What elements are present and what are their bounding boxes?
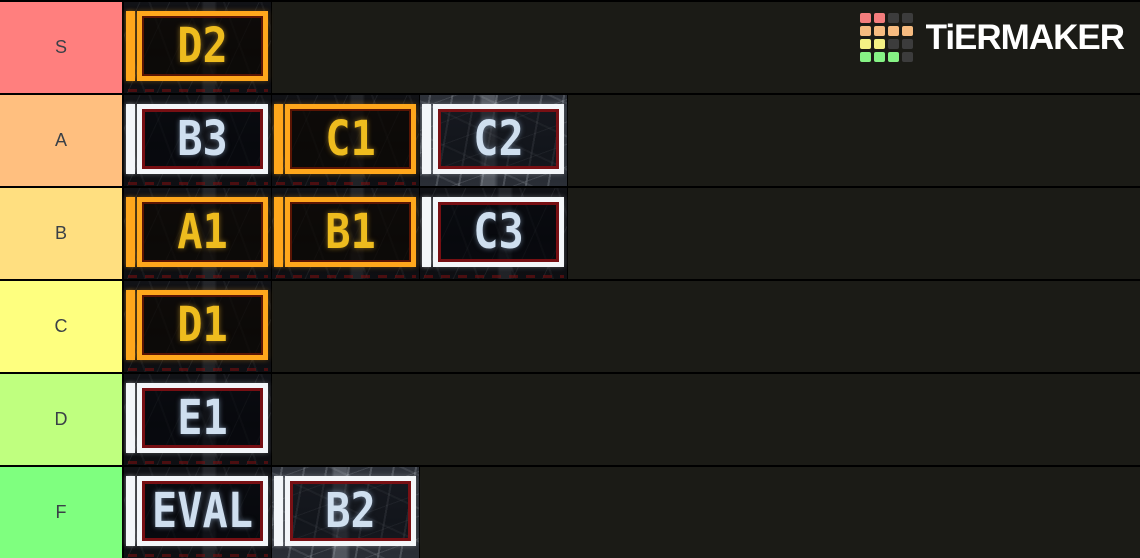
tier-row-f: F EVAL B2 — [0, 467, 1140, 558]
logo-grid-cell — [859, 52, 871, 62]
item-plate: A1 — [137, 197, 268, 267]
item-label: E1 — [177, 389, 228, 446]
tier-label-d: D — [0, 374, 124, 465]
item-plate: E1 — [137, 383, 268, 453]
tier-item[interactable]: C1 — [272, 95, 420, 186]
tier-item[interactable]: D1 — [124, 281, 272, 372]
tier-label-text: B — [54, 223, 67, 243]
tier-row-c: C D1 — [0, 281, 1140, 374]
item-left-bar — [126, 290, 135, 360]
item-left-bar — [126, 476, 135, 546]
item-plate: D2 — [137, 11, 268, 81]
tiermaker-wordmark: TiERMAKER — [925, 17, 1125, 57]
tier-label-c: C — [0, 281, 124, 372]
tier-item[interactable]: B3 — [124, 95, 272, 186]
item-left-bar — [274, 104, 283, 174]
tier-label-a: A — [0, 95, 124, 186]
logo-grid-cell — [901, 39, 913, 49]
logo-grid-cell — [873, 39, 885, 49]
tier-label-b: B — [0, 188, 124, 279]
tier-item[interactable]: B1 — [272, 188, 420, 279]
logo-grid-cell — [901, 52, 913, 62]
tier-item[interactable]: EVAL — [124, 467, 272, 558]
tier-label-text: A — [54, 130, 67, 150]
tier-item[interactable]: E1 — [124, 374, 272, 465]
item-label: C1 — [325, 110, 376, 167]
item-label: A1 — [177, 203, 228, 260]
logo-grid-cell — [887, 39, 899, 49]
item-plate: C1 — [285, 104, 416, 174]
item-label: C3 — [473, 203, 524, 260]
item-plate: B2 — [285, 476, 416, 546]
logo-grid-cell — [873, 26, 885, 36]
item-left-bar — [126, 383, 135, 453]
item-label: C2 — [473, 110, 524, 167]
logo-grid-cell — [859, 39, 871, 49]
tier-label-f: F — [0, 467, 124, 558]
item-plate: D1 — [137, 290, 268, 360]
item-left-bar — [126, 11, 135, 81]
tier-label-text: S — [54, 37, 67, 57]
tier-row-items: EVAL B2 — [124, 467, 1140, 558]
tier-label-text: D — [54, 409, 68, 429]
logo-grid-cell — [887, 13, 899, 23]
logo-grid-cell — [901, 26, 913, 36]
logo-grid-cell — [887, 52, 899, 62]
tier-row-items: D1 — [124, 281, 1140, 372]
item-plate: B1 — [285, 197, 416, 267]
item-plate: C2 — [433, 104, 564, 174]
tier-row-items: D2 — [124, 2, 1140, 93]
item-label: B2 — [325, 482, 376, 539]
item-left-bar — [422, 197, 431, 267]
tier-item[interactable]: A1 — [124, 188, 272, 279]
tier-row-items: A1 B1 C3 — [124, 188, 1140, 279]
tier-row-a: A B3 C1 C2 — [0, 95, 1140, 188]
logo-grid-cell — [901, 13, 913, 23]
tier-row-items: B3 C1 C2 — [124, 95, 1140, 186]
tier-item[interactable]: C2 — [420, 95, 568, 186]
tier-row-s: S D2 — [0, 2, 1140, 95]
item-left-bar — [274, 197, 283, 267]
tier-item[interactable]: C3 — [420, 188, 568, 279]
logo-grid-cell — [859, 26, 871, 36]
tier-label-s: S — [0, 2, 124, 93]
item-label: EVAL — [151, 482, 254, 539]
item-label: B3 — [177, 110, 228, 167]
item-label: D2 — [177, 17, 228, 74]
item-plate: C3 — [433, 197, 564, 267]
item-left-bar — [274, 476, 283, 546]
item-left-bar — [422, 104, 431, 174]
item-plate: EVAL — [137, 476, 268, 546]
tiermaker-logo[interactable]: TiERMAKER — [859, 13, 1125, 62]
logo-grid-cell — [859, 13, 871, 23]
tier-item[interactable]: B2 — [272, 467, 420, 558]
tier-row-b: B A1 B1 C3 — [0, 188, 1140, 281]
tier-row-items: E1 — [124, 374, 1140, 465]
tier-row-d: D E1 — [0, 374, 1140, 467]
logo-grid-cell — [873, 13, 885, 23]
item-plate: B3 — [137, 104, 268, 174]
tier-item[interactable]: D2 — [124, 2, 272, 93]
tier-label-text: C — [54, 316, 68, 336]
item-label: B1 — [325, 203, 376, 260]
logo-grid-cell — [873, 52, 885, 62]
item-left-bar — [126, 197, 135, 267]
logo-grid-cell — [887, 26, 899, 36]
item-label: D1 — [177, 296, 228, 353]
tier-label-text: F — [55, 502, 67, 522]
item-left-bar — [126, 104, 135, 174]
tiermaker-logo-grid-icon — [859, 13, 913, 62]
